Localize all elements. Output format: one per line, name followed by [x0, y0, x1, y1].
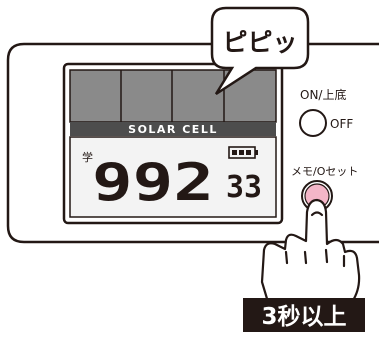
speech-bubble-text: ピピッ	[222, 28, 297, 57]
caption-box	[243, 298, 365, 332]
solar-panel: SOLAR CELL	[69, 69, 277, 136]
off-label: OFF	[330, 117, 353, 131]
solar-cell-label: SOLAR CELL	[128, 123, 218, 136]
battery-icon	[228, 146, 258, 159]
on-off-button[interactable]	[299, 109, 327, 137]
hand-icon	[260, 198, 361, 304]
speech-bubble	[210, 6, 310, 96]
memo-reset-label: メモ/Oセット	[291, 165, 358, 178]
caption-text: 3秒以上	[261, 304, 346, 330]
lcd-sub-count: 33	[226, 170, 262, 205]
lcd-unit-prefix: 学	[82, 150, 93, 164]
on-upper-label: ON/上底	[300, 87, 346, 102]
lcd-main-count: 992	[92, 153, 214, 213]
